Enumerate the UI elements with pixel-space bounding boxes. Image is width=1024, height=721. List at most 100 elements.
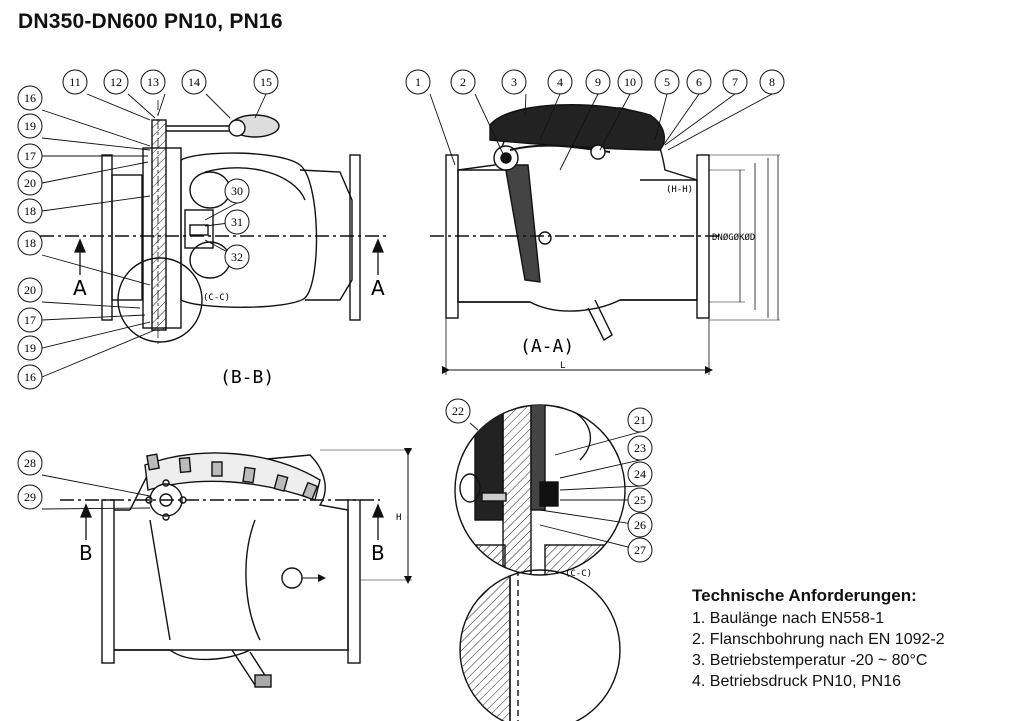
- callout-number: 4: [557, 75, 563, 89]
- bb-disc-hatched: [151, 119, 167, 331]
- callout-balloon: [17, 450, 43, 476]
- callout-balloon: [686, 69, 712, 95]
- callout-number: 13: [147, 75, 159, 89]
- callout-22: 22: [445, 398, 479, 431]
- callout-18: 18: [17, 230, 151, 286]
- callout-26: 26: [539, 509, 653, 538]
- callout-leader: [559, 459, 641, 479]
- callout-number: 26: [634, 518, 646, 532]
- callout-leader: [127, 93, 156, 119]
- note-item: 1. Baulänge nach EN558-1: [692, 610, 885, 627]
- callout-24: 24: [559, 461, 653, 491]
- callout-leader: [204, 202, 238, 221]
- callout-4: 4: [539, 69, 573, 141]
- view-aa: [430, 104, 780, 375]
- callout-number: 3: [511, 75, 517, 89]
- callout-leader: [41, 507, 151, 510]
- callout-balloon: [722, 69, 748, 95]
- section-arrows-b: [80, 503, 384, 540]
- callout-16: 16: [17, 329, 156, 390]
- callout-balloon: [103, 69, 129, 95]
- bb-left-flange: [101, 154, 113, 321]
- callout-balloon: [405, 69, 431, 95]
- callout-number: 16: [24, 91, 36, 105]
- callout-number: 18: [24, 204, 36, 218]
- aa-dims-label: DNØGØKØD: [712, 232, 755, 243]
- aa-hh-label: (H-H): [666, 185, 693, 195]
- callout-number: 28: [24, 456, 36, 470]
- callout-balloon: [17, 364, 43, 390]
- callout-25: 25: [560, 487, 653, 513]
- callout-1: 1: [405, 69, 456, 166]
- callout-leader: [41, 109, 151, 147]
- callout-6: 6: [659, 69, 712, 151]
- callout-number: 17: [24, 313, 36, 327]
- callout-balloon: [547, 69, 573, 95]
- callout-balloon: [253, 69, 279, 95]
- section-letter-b-right: B: [371, 541, 385, 565]
- callout-number: 14: [188, 75, 200, 89]
- bl-port: [281, 567, 303, 589]
- detail-cc-label: (C-C): [565, 569, 592, 579]
- notes-heading: Technische Anforderungen:: [692, 586, 917, 605]
- callout-15: 15: [253, 69, 279, 119]
- callout-number: 19: [24, 341, 36, 355]
- callout-17: 17: [17, 143, 148, 169]
- aa-cover: [489, 104, 666, 151]
- callout-leader: [254, 93, 267, 119]
- callout-leader: [539, 524, 641, 551]
- callout-leader: [664, 93, 736, 146]
- callout-21: 21: [554, 407, 653, 456]
- callout-leader: [474, 93, 506, 159]
- bl-right-flange: [347, 499, 361, 664]
- callout-16: 16: [17, 85, 151, 147]
- callout-number: 29: [24, 490, 36, 504]
- callout-leader: [469, 422, 479, 431]
- callout-14: 14: [181, 69, 231, 119]
- callout-20: 20: [17, 277, 141, 309]
- callout-27: 27: [539, 524, 653, 563]
- callout-balloon: [617, 69, 643, 95]
- callout-balloon: [17, 307, 43, 333]
- callout-13: 13: [140, 69, 166, 116]
- note-item: 2. Flanschbohrung nach EN 1092-2: [692, 631, 945, 648]
- callout-number: 10: [624, 75, 636, 89]
- aa-disc: [504, 164, 541, 283]
- callout-number: 25: [634, 493, 646, 507]
- callout-number: 18: [24, 236, 36, 250]
- bb-view-label: (B-B): [220, 367, 274, 388]
- callout-balloon: [627, 487, 653, 513]
- callout-number: 24: [634, 467, 646, 481]
- callout-balloon: [224, 209, 250, 235]
- callout-number: 20: [24, 176, 36, 190]
- callout-number: 5: [664, 75, 670, 89]
- callout-leader: [559, 93, 599, 171]
- callout-leader: [429, 93, 456, 166]
- callout-number: 2: [460, 75, 466, 89]
- callout-balloon: [501, 69, 527, 95]
- callout-balloon: [17, 277, 43, 303]
- bb-right-flange: [349, 154, 361, 321]
- callout-20: 20: [17, 161, 149, 196]
- callout-balloon: [17, 170, 43, 196]
- callout-leader: [41, 301, 141, 309]
- callout-number: 27: [634, 543, 646, 557]
- callout-leader: [659, 93, 700, 151]
- callout-balloon: [627, 407, 653, 433]
- callout-number: 21: [634, 413, 646, 427]
- callout-balloon: [17, 198, 43, 224]
- callout-balloon: [181, 69, 207, 95]
- bl-height-label: H: [396, 513, 401, 523]
- callout-leader: [667, 93, 773, 151]
- callout-28: 28: [17, 450, 151, 497]
- bb-detail-circle: [117, 257, 203, 343]
- callout-number: 9: [595, 75, 601, 89]
- bl-left-flange: [101, 499, 115, 664]
- callout-balloon: [627, 461, 653, 487]
- callout-30: 30: [204, 178, 250, 221]
- callout-leader: [86, 93, 151, 121]
- aa-length-label: L: [560, 361, 565, 371]
- callout-18: 18: [17, 195, 151, 224]
- callout-8: 8: [667, 69, 785, 151]
